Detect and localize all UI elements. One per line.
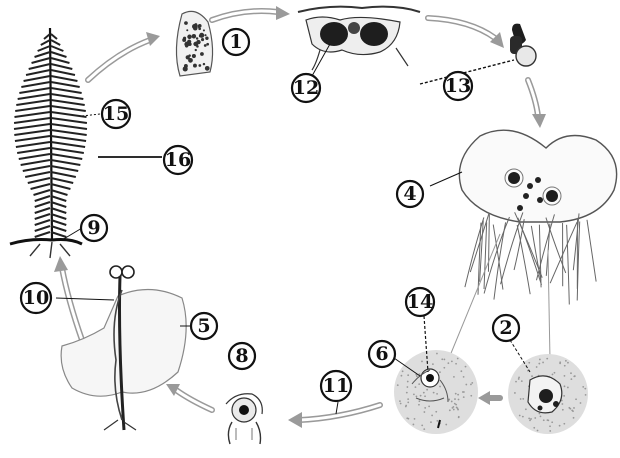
antheridium-illustration: [394, 350, 478, 434]
label-5-text: 5: [197, 315, 210, 337]
label-1: 1: [223, 29, 249, 55]
arrow-archegonium-to-antheridium-left: [478, 391, 500, 405]
label-2-text: 2: [499, 317, 512, 339]
label-14-text: 14: [407, 291, 433, 313]
arrow-fern-to-sorus: [88, 32, 160, 80]
label-4-text: 4: [403, 183, 416, 205]
label-2: 2: [493, 315, 519, 341]
label-6-text: 6: [375, 343, 388, 365]
arrow-11-fertilization: [288, 405, 380, 428]
label-14: 14: [406, 288, 434, 316]
label-9-text: 9: [87, 217, 100, 239]
label-9: 9: [81, 215, 107, 241]
label-13-text: 13: [445, 75, 471, 97]
arrow-spore-to-prothallus: [528, 80, 546, 128]
arrow-sorus-to-sporangium: [212, 6, 290, 20]
label-1-text: 1: [229, 31, 242, 53]
label-10: 10: [21, 283, 51, 313]
label-16: 16: [164, 146, 192, 174]
label-15-text: 15: [103, 103, 129, 125]
sporangium-section-illustration: [298, 7, 420, 70]
label-8-text: 8: [235, 345, 248, 367]
label-11: 11: [321, 371, 351, 401]
label-4: 4: [397, 181, 423, 207]
label-12-text: 12: [293, 77, 319, 99]
label-11-text: 11: [323, 375, 349, 397]
label-5: 5: [191, 313, 217, 339]
sorus-illustration: [176, 11, 212, 76]
arrow-zygote-to-sporophyte: [166, 384, 212, 410]
label-10-text: 10: [23, 287, 49, 309]
label-13: 13: [444, 72, 472, 100]
label-16-text: 16: [165, 149, 191, 171]
embryo-illustration: [226, 394, 262, 444]
label-6: 6: [369, 341, 395, 367]
arrow-sporangium-to-spore: [428, 18, 504, 48]
prothallus-illustration: [459, 130, 616, 304]
label-8: 8: [229, 343, 255, 369]
label-12: 12: [292, 74, 320, 102]
label-15: 15: [102, 100, 130, 128]
young-sporophyte-illustration: [61, 266, 186, 430]
mature-fern-illustration: [10, 28, 87, 258]
archegonium-illustration: [508, 354, 588, 434]
